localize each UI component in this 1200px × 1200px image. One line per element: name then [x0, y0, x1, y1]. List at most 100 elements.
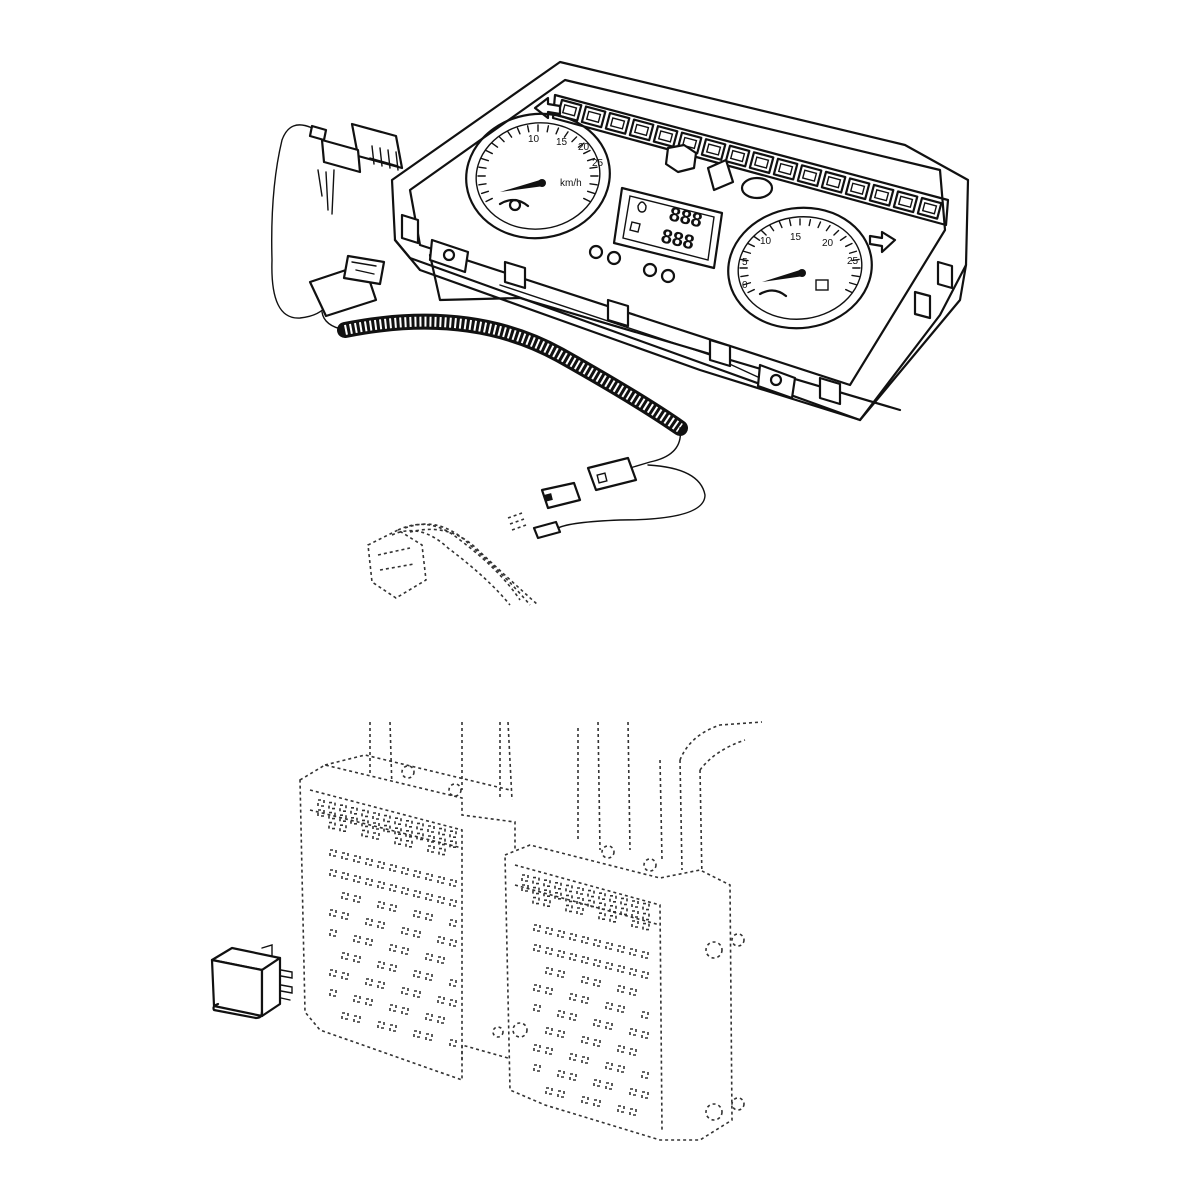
connector-pin	[405, 829, 413, 838]
cluster-button-3[interactable]	[642, 262, 658, 278]
wiring-harness	[271, 122, 706, 606]
connector-pin	[377, 981, 385, 989]
connector-pin	[365, 978, 373, 986]
connector-pin	[341, 872, 349, 880]
connector-pin	[641, 971, 649, 979]
connector-pin	[383, 814, 391, 823]
connector-pin	[328, 821, 336, 830]
gauge-tick	[742, 282, 752, 286]
gauge-tick	[742, 250, 752, 254]
connector-pin	[377, 961, 385, 969]
connector-pin	[557, 1010, 565, 1018]
connector-pin	[617, 1105, 625, 1113]
connector-pin	[413, 910, 421, 918]
connector-pin	[545, 1047, 553, 1055]
connector-pin	[341, 972, 349, 980]
tachometer-label-5: 5	[742, 257, 748, 268]
connector-pin	[605, 1082, 613, 1090]
connector-pin	[557, 1030, 565, 1038]
connector-pin	[365, 938, 373, 946]
connector-pin	[569, 953, 577, 961]
connector-pin	[609, 894, 617, 903]
connector-pin	[449, 999, 457, 1007]
indicator-lamp-15	[892, 190, 919, 214]
connector-pin	[629, 948, 637, 956]
connector-pin	[377, 881, 385, 889]
connector-pin	[416, 832, 424, 841]
connector-pin	[617, 985, 625, 993]
connector-pin	[617, 945, 625, 953]
speedometer-needle	[500, 180, 544, 192]
connector-pin	[569, 1013, 577, 1021]
connector-pin	[598, 902, 606, 911]
connector-pin	[605, 962, 613, 970]
multi-pin-connector	[308, 122, 404, 215]
connector-pin	[389, 904, 397, 912]
connector-pin	[565, 884, 573, 893]
connector-pin	[405, 839, 413, 848]
gauge-tick	[589, 166, 598, 169]
connector-pin	[598, 892, 606, 901]
connector-pin	[631, 900, 639, 908]
connector-pin	[641, 1011, 649, 1019]
cluster-button-1[interactable]	[588, 244, 604, 260]
cluster-button-2[interactable]	[606, 250, 622, 266]
connector-pin	[545, 987, 553, 995]
connector-pin	[341, 892, 349, 900]
gauge-tick	[485, 197, 493, 203]
connector-pin	[543, 879, 551, 888]
tachometer-label-25: 25	[847, 256, 859, 267]
connector-pin	[617, 1065, 625, 1073]
connector-pin	[620, 897, 628, 906]
gauge-tick	[563, 131, 569, 138]
indicator-lamp-13	[844, 177, 871, 201]
fuel-icon	[629, 221, 641, 233]
connector-pin	[557, 930, 565, 938]
gauge-tick	[851, 274, 860, 278]
connector-pin	[642, 922, 650, 931]
connector-pin	[427, 835, 435, 843]
connector-pin	[425, 873, 433, 881]
connector-pin	[557, 950, 565, 958]
connector-pin	[569, 1053, 577, 1061]
connector-pin	[581, 1056, 589, 1064]
instrument-cluster: 10 15 20 25 km/h 10 15 20 25 5 0	[390, 60, 970, 422]
connector-pin	[377, 1021, 385, 1029]
connector-pin	[317, 799, 325, 807]
connector-pin	[394, 827, 402, 836]
connector-pin	[317, 809, 325, 817]
gauge-tick	[839, 235, 847, 241]
connector-pin	[372, 822, 380, 830]
connector-pin	[389, 1024, 397, 1032]
cluster-button-4[interactable]	[660, 268, 676, 284]
indicator-lamp-8	[724, 144, 751, 168]
connector-pin	[425, 1033, 433, 1041]
connector-pin	[576, 907, 584, 915]
connector-pin	[438, 837, 446, 846]
connector-pin	[605, 1062, 613, 1070]
connector-pin	[631, 920, 639, 928]
connector-pin	[565, 894, 573, 903]
connector-pin	[629, 968, 637, 976]
connector-pin	[353, 875, 361, 883]
speedometer-gauge: 10 15 20 25 km/h	[465, 112, 611, 240]
tachometer-label-20: 20	[822, 238, 834, 249]
connector-pin	[329, 989, 337, 997]
connector-pin	[329, 969, 337, 977]
connector-pin	[401, 867, 409, 875]
connector-pin	[329, 929, 337, 937]
connector-pin	[383, 824, 391, 833]
connector-pin	[545, 967, 553, 975]
connector-pin	[545, 1087, 553, 1095]
gauge-tick	[586, 157, 596, 162]
connector-pin	[389, 884, 397, 892]
connector-pin	[377, 861, 385, 869]
connector-pin	[557, 970, 565, 978]
gauge-tick	[546, 125, 550, 133]
connector-pin	[401, 947, 409, 955]
indicator-lamp-16	[916, 196, 943, 220]
connector-pin	[401, 987, 409, 995]
connector-pin	[437, 896, 445, 904]
connector-pin	[521, 874, 529, 882]
